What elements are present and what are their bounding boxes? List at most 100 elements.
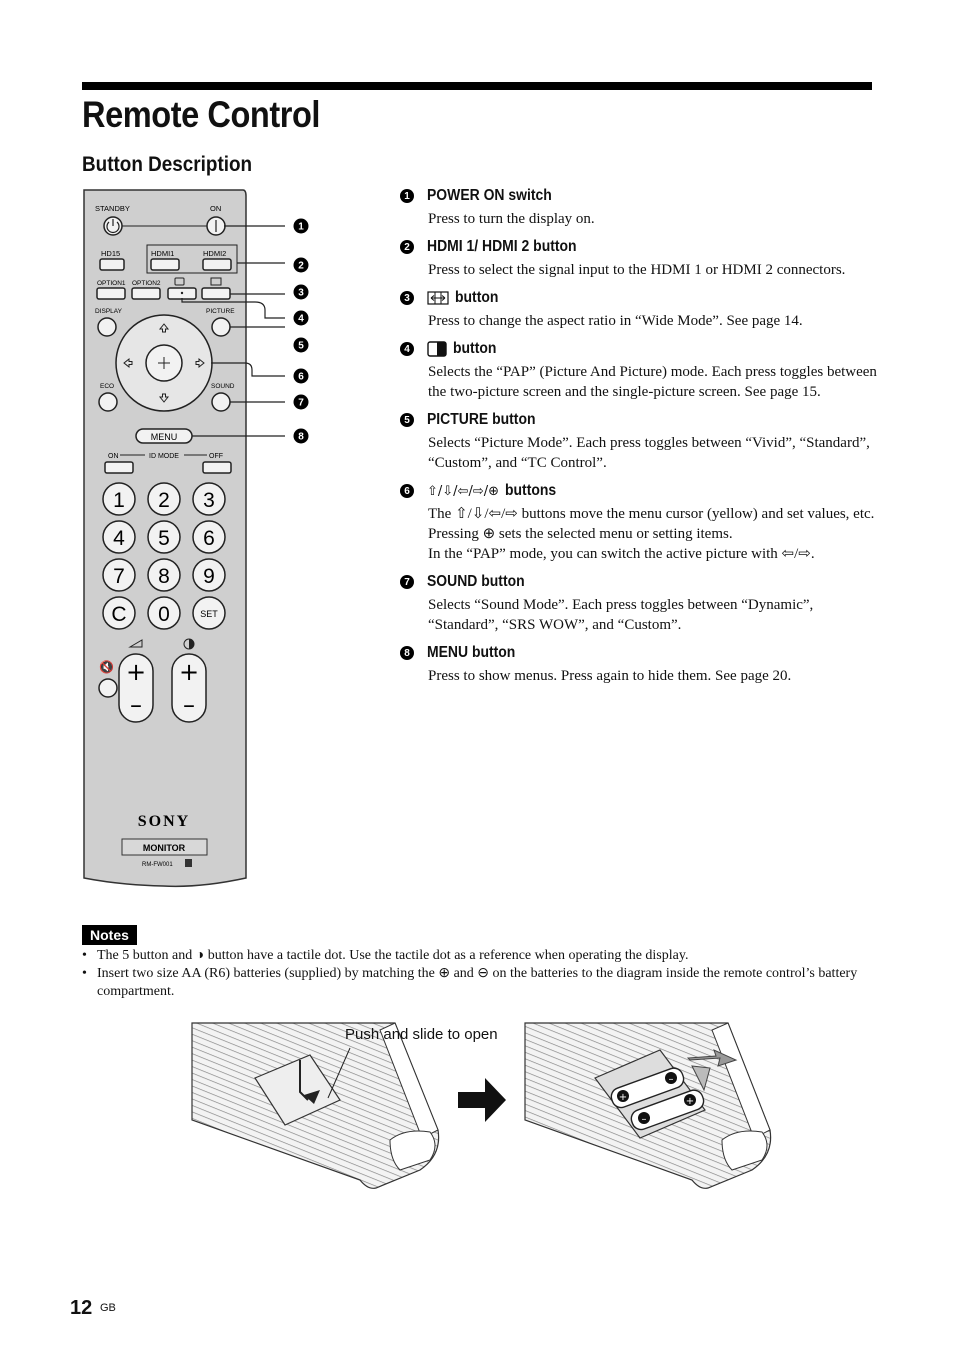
desc-text: The ⇧/⇩/⇦/⇨ buttons move the menu cursor… [428, 506, 875, 542]
hd15-button [99, 258, 125, 271]
keypad-button [147, 482, 181, 516]
option2-label: OPTION2 [132, 280, 161, 287]
keypad-label: 0 [158, 603, 170, 626]
page-number-suffix: GB [100, 1302, 116, 1314]
keypad-label: C [111, 603, 126, 626]
remote-control-diagram: STANDBY ON HD15 HDMI1 HDMI2 OPTION1 OPTI… [83, 189, 309, 888]
id-mode-label: ID MODE [149, 453, 179, 460]
display-button [97, 317, 117, 337]
up-arrow [158, 323, 170, 333]
menu-label: MENU [151, 432, 178, 442]
arrow-buttons-icon: ⇧/⇩/⇦/⇨/⊕ [427, 483, 499, 499]
desc-text: Selects “Sound Mode”. Each press toggles… [428, 597, 814, 633]
desc-text: Press to select the signal input to the … [428, 262, 846, 278]
callout-label: 2 [298, 261, 304, 272]
callout-marker [293, 428, 309, 444]
eco-label: ECO [100, 383, 114, 390]
keypad-button [102, 596, 136, 630]
svg-text:–: – [642, 1114, 647, 1125]
next-step-arrow [458, 1078, 506, 1122]
callout-number: 1 [400, 189, 414, 203]
callout-label: 7 [298, 398, 304, 409]
callout-number: 3 [400, 291, 414, 305]
left-arrow [123, 357, 133, 369]
keypad-label: 5 [158, 527, 170, 550]
sound-label: SOUND [211, 383, 235, 390]
note-item: The 5 button and ◑ button have a tactile… [82, 947, 882, 965]
desc-title: MENU button [427, 644, 516, 661]
contrast-rocker [171, 653, 207, 723]
callout-marker [293, 394, 309, 410]
model-label: RM-FW001 [142, 862, 173, 868]
callout-marker [293, 284, 309, 300]
remote-back-closed [191, 1022, 440, 1189]
option1-button [96, 287, 126, 300]
callout-marker [293, 218, 309, 234]
desc-title: PICTURE button [427, 411, 536, 428]
svg-text:+: + [126, 658, 146, 686]
svg-text:–: – [130, 691, 142, 719]
svg-text:+: + [619, 1092, 627, 1103]
desc-title: SOUND button [427, 573, 525, 590]
desc-title: POWER ON switch [427, 187, 552, 204]
standby-label: STANDBY [95, 204, 130, 213]
down-arrow [158, 393, 170, 403]
section-title: Button Description [82, 153, 253, 176]
svg-text:+: + [686, 1096, 694, 1107]
battery-1: + – [610, 1067, 685, 1109]
keypad-label: 4 [113, 527, 125, 550]
battery-illustration: + – – + [191, 1022, 772, 1189]
keypad-button [147, 520, 181, 554]
svg-text:+: + [179, 658, 199, 686]
callout-number: 6 [400, 484, 414, 498]
keypad-label: 6 [203, 527, 215, 550]
id-on-label: ON [108, 453, 119, 460]
desc-item-3: 3 button Press to change the aspect rati… [400, 287, 880, 331]
note-item: Insert two size AA (R6) batteries (suppl… [82, 965, 882, 1001]
id-off-button [202, 461, 232, 474]
hdmi2-button [202, 258, 232, 271]
keypad-button [147, 596, 181, 630]
desc-title: HDMI 1/ HDMI 2 button [427, 238, 577, 255]
desc-title: button [455, 289, 499, 306]
desc-title: button [453, 340, 497, 357]
wide-mode-button [201, 287, 231, 300]
mute-button [98, 678, 118, 698]
keypad-button [192, 596, 226, 630]
pap-glyph-small [174, 277, 185, 286]
right-arrow [195, 357, 205, 369]
desc-item-1: 1 POWER ON switch Press to turn the displ… [400, 185, 880, 229]
callout-label: 1 [298, 222, 304, 233]
desc-item-7: 7 SOUND button Selects “Sound Mode”. Each… [400, 571, 880, 635]
desc-text: In the “PAP” mode, you can switch the ac… [428, 546, 815, 562]
callout-number: 7 [400, 575, 414, 589]
keypad-label: 2 [158, 489, 170, 512]
hd15-label: HD15 [101, 249, 120, 258]
keypad-button [192, 558, 226, 592]
desc-text: Press to turn the display on. [428, 211, 595, 227]
id-off-label: OFF [209, 453, 223, 460]
desc-item-4: 4 button Selects the “PAP” (Picture And … [400, 338, 880, 402]
callout-number: 4 [400, 342, 414, 356]
callout-label: 8 [298, 432, 304, 443]
picture-label: PICTURE [206, 308, 235, 315]
keypad-label: 9 [203, 565, 215, 588]
hdmi2-label: HDMI2 [203, 249, 226, 258]
callout-number: 5 [400, 413, 414, 427]
keypad-label: 8 [158, 565, 170, 588]
volume-icon [128, 639, 143, 648]
eco-button [98, 392, 118, 412]
keypad-button [102, 558, 136, 592]
battery-2: – + [630, 1089, 705, 1131]
desc-title: buttons [504, 482, 557, 499]
button-descriptions: 1 POWER ON switch Press to turn the displ… [400, 185, 880, 693]
keypad-button [192, 482, 226, 516]
lid-removed-arrow [686, 1049, 738, 1067]
svg-text:–: – [669, 1074, 674, 1085]
wide-mode-icon [427, 291, 449, 305]
